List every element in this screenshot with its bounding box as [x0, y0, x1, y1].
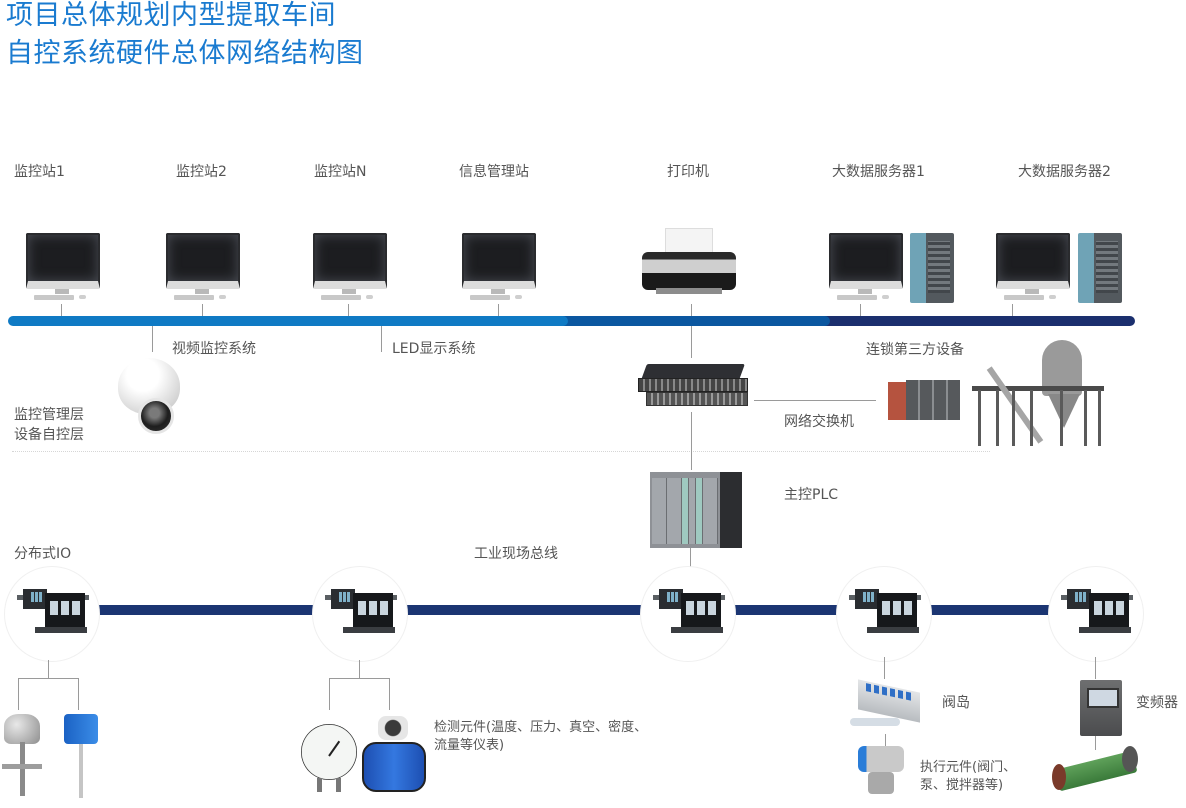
station-label-printer: 打印机	[667, 164, 709, 180]
distributed-io-label: 分布式IO	[14, 546, 72, 562]
desktop-computer-icon	[992, 233, 1082, 305]
ethernet-backbone-segment-3	[800, 316, 1135, 326]
server-tower-icon	[910, 233, 954, 303]
desktop-computer-icon	[309, 233, 399, 305]
connector-line	[381, 326, 382, 352]
flow-meter-icon	[362, 716, 426, 792]
printer-icon	[640, 228, 740, 298]
desktop-computer-icon	[162, 233, 252, 305]
third-party-plc-icon	[888, 378, 960, 422]
connector-line	[1095, 657, 1096, 679]
level-transmitter-icon	[64, 714, 100, 804]
actuators-label-line2: 泵、搅拌器等)	[920, 778, 1004, 793]
connector-line	[691, 304, 692, 316]
main-plc-label: 主控PLC	[784, 487, 839, 503]
connector-line	[61, 304, 62, 316]
connector-line	[389, 678, 390, 710]
led-system-label: LED显示系统	[392, 341, 476, 357]
station-label-monitor-1: 监控站1	[14, 164, 65, 180]
distributed-io-node	[836, 566, 932, 662]
frequency-inverter-icon	[1080, 680, 1122, 736]
connector-line	[860, 304, 861, 316]
connector-line	[690, 548, 691, 570]
connector-line	[348, 304, 349, 316]
io-module-icon	[849, 589, 921, 633]
desktop-computer-icon	[825, 233, 915, 305]
pressure-gauge-icon	[301, 724, 359, 796]
dome-camera-icon	[116, 358, 184, 434]
station-label-info-mgmt: 信息管理站	[459, 164, 529, 180]
video-system-label: 视频监控系统	[172, 341, 256, 357]
network-switch-label: 网络交换机	[784, 414, 854, 430]
sensors-label-line1: 检测元件(温度、压力、真空、密度、	[434, 720, 648, 735]
connector-line	[329, 678, 330, 710]
process-plant-icon	[972, 340, 1104, 450]
connector-line	[691, 412, 692, 470]
connector-line	[152, 326, 153, 352]
io-module-icon	[17, 589, 89, 633]
third-party-label: 连锁第三方设备	[866, 342, 964, 358]
connector-line	[18, 678, 19, 710]
desktop-computer-icon	[458, 233, 548, 305]
connector-line	[359, 660, 360, 678]
connector-line	[1012, 304, 1013, 316]
valve-island-label: 阀岛	[942, 695, 970, 711]
connector-line	[18, 678, 79, 679]
desktop-computer-icon	[22, 233, 112, 305]
io-module-icon	[1061, 589, 1133, 633]
station-label-monitor-n: 监控站N	[314, 164, 367, 180]
sensors-label-line2: 流量等仪表)	[434, 738, 505, 753]
connector-line	[691, 326, 692, 358]
actuators-label-line1: 执行元件(阀门、	[920, 760, 1017, 775]
field-bus-segment	[733, 605, 839, 615]
main-plc-icon	[650, 472, 742, 548]
network-switch-icon	[638, 364, 748, 408]
connector-line	[202, 304, 203, 316]
layer-divider	[12, 451, 990, 452]
connector-line	[1095, 736, 1096, 750]
connector-line	[754, 400, 876, 401]
distributed-io-node	[640, 566, 736, 662]
diagram-title-line2: 自控系统硬件总体网络结构图	[6, 38, 364, 69]
layer-label-device-control: 设备自控层	[14, 427, 84, 443]
server-tower-icon	[1078, 233, 1122, 303]
station-label-server-1: 大数据服务器1	[832, 164, 925, 180]
io-module-icon	[653, 589, 725, 633]
connector-line	[329, 678, 389, 679]
screw-pump-icon	[1052, 746, 1140, 796]
station-label-server-2: 大数据服务器2	[1018, 164, 1111, 180]
connector-line	[48, 660, 49, 678]
valve-island-icon	[850, 679, 922, 732]
station-label-monitor-2: 监控站2	[176, 164, 227, 180]
vfd-label: 变频器	[1136, 695, 1178, 711]
connector-line	[884, 657, 885, 679]
temperature-sensor-icon	[2, 714, 44, 804]
distributed-io-node	[4, 566, 100, 662]
field-bus-segment	[97, 605, 315, 615]
field-bus-segment	[405, 605, 641, 615]
layer-label-management: 监控管理层	[14, 407, 84, 423]
connector-line	[78, 678, 79, 710]
io-module-icon	[325, 589, 397, 633]
diagram-title-line1: 项目总体规划内型提取车间	[6, 0, 336, 31]
valve-actuator-icon	[854, 746, 910, 800]
field-bus-label: 工业现场总线	[474, 546, 558, 562]
connector-line	[498, 304, 499, 316]
connector-line	[885, 734, 886, 746]
distributed-io-node	[312, 566, 408, 662]
ethernet-backbone-segment-2	[540, 316, 830, 326]
ethernet-backbone-segment-1	[8, 316, 568, 326]
distributed-io-node	[1048, 566, 1144, 662]
field-bus-segment	[930, 605, 1052, 615]
